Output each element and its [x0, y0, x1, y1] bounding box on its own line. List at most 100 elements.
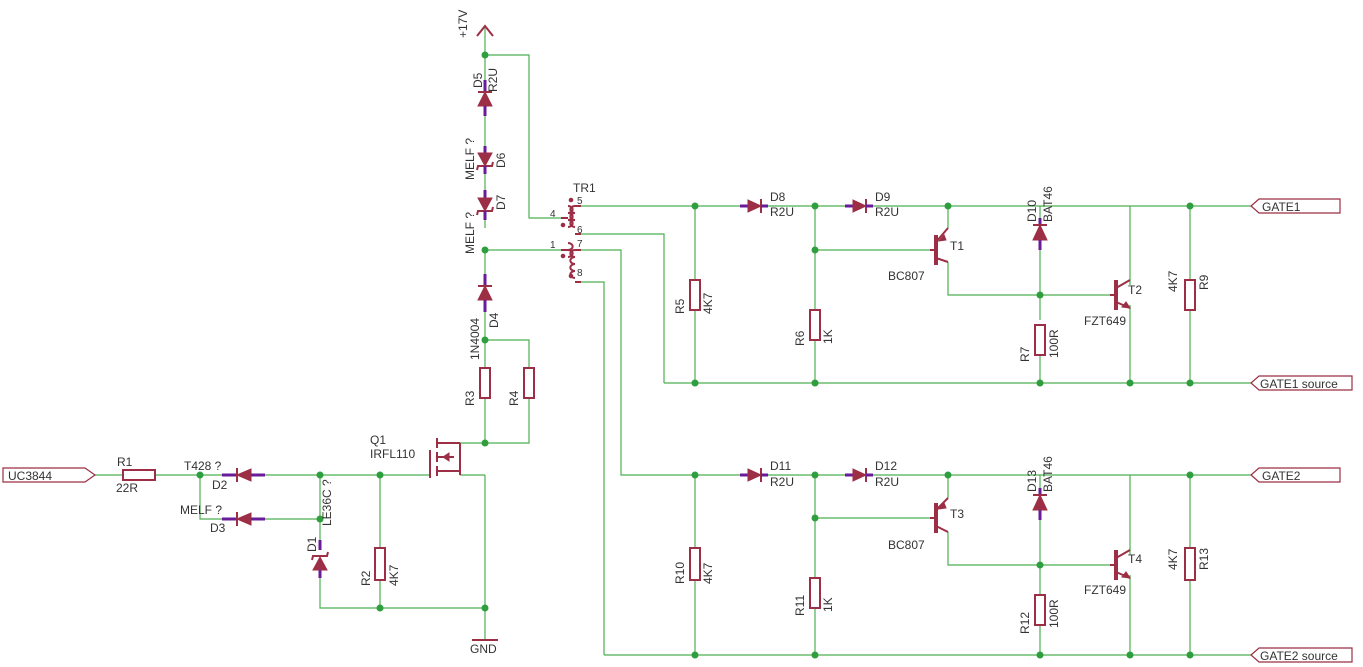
d6-name: D6 — [494, 152, 508, 168]
d2-name: D2 — [212, 478, 228, 492]
d12-value: R2U — [875, 475, 899, 489]
r10-name: R10 — [673, 562, 687, 584]
junction-dot — [481, 246, 489, 254]
diode-d5[interactable]: D5 R2U — [471, 68, 500, 116]
supply-symbol: +17V — [456, 10, 494, 38]
r1-value: 22R — [116, 481, 138, 495]
diode-d11[interactable]: D11 R2U — [740, 459, 794, 489]
junction-dot — [811, 471, 819, 479]
t2-name: T2 — [1128, 283, 1142, 297]
gate2-source-port[interactable]: GATE2 source — [1250, 647, 1353, 663]
d7-value: MELF ? — [463, 212, 477, 254]
junction-dot — [1186, 379, 1194, 387]
d10-name: D10 — [1025, 200, 1039, 222]
r6-name: R6 — [793, 330, 807, 346]
r4-name: R4 — [507, 390, 521, 406]
resistor-r5[interactable]: R5 4K7 — [673, 279, 715, 314]
junction-dot — [481, 51, 489, 59]
junction-dot — [944, 471, 952, 479]
junction-dot — [1186, 471, 1194, 479]
wires — [95, 28, 1251, 656]
input-port[interactable]: UC3844 — [2, 467, 97, 483]
diode-d4[interactable]: D4 1N4004 — [468, 274, 501, 360]
resistor-r7[interactable]: R7 100R — [1018, 324, 1061, 362]
diode-d6[interactable]: MELF ? D6 — [463, 138, 508, 180]
junction-dot — [1186, 202, 1194, 210]
r12-name: R12 — [1018, 612, 1032, 634]
r5-value: 4K7 — [701, 292, 715, 314]
junction-dot — [1186, 651, 1194, 659]
junction-dot — [196, 471, 204, 479]
d8-value: R2U — [770, 205, 794, 219]
diode-d12[interactable]: D12 R2U — [845, 459, 899, 489]
r2-value: 4K7 — [387, 564, 401, 586]
gate1-port[interactable]: GATE1 — [1250, 198, 1341, 214]
r9-name: R9 — [1197, 274, 1211, 290]
diode-d3[interactable]: MELF ? D3 — [180, 503, 265, 535]
d6-value: MELF ? — [463, 138, 477, 180]
resistor-r10[interactable]: R10 4K7 — [673, 547, 715, 584]
diode-d2[interactable]: T428 ? D2 — [184, 459, 265, 492]
r6-value: 1K — [821, 329, 835, 344]
junction-dot — [481, 336, 489, 344]
t3-name: T3 — [950, 507, 964, 521]
resistor-r1[interactable]: R1 22R — [116, 455, 156, 495]
t1-value: BC807 — [888, 269, 925, 283]
r12-value: 100R — [1047, 599, 1061, 628]
diode-d9[interactable]: D9 R2U — [845, 190, 899, 219]
junction-dot — [1126, 379, 1134, 387]
gate1-source-port[interactable]: GATE1 source — [1250, 375, 1353, 391]
t4-name: T4 — [1128, 552, 1142, 566]
q1-value: IRFL110 — [370, 447, 415, 461]
resistor-r4[interactable]: R4 — [507, 367, 535, 406]
t1-name: T1 — [950, 239, 964, 253]
d3-name: D3 — [210, 521, 226, 535]
transistor-t2[interactable]: T2 FZT649 — [1084, 279, 1142, 328]
d1-name: D1 — [305, 536, 319, 552]
junction-dot — [1036, 651, 1044, 659]
gate1-source-port-label: GATE1 source — [1260, 377, 1338, 391]
transistor-t1[interactable]: T1 BC807 — [888, 227, 964, 283]
junction-dot — [691, 651, 699, 659]
r2-name: R2 — [359, 570, 373, 586]
diode-d13[interactable]: D13 BAT46 — [1025, 456, 1055, 520]
tr1-pin1: 1 — [550, 240, 556, 251]
resistor-r13[interactable]: 4K7 R13 — [1166, 547, 1211, 581]
resistor-r6[interactable]: R6 1K — [793, 309, 835, 346]
d1-value: LE36C ? — [320, 479, 334, 526]
r1-name: R1 — [117, 455, 133, 469]
transformer-tr1[interactable]: TR1 4 1 5 6 7 8 — [550, 181, 596, 283]
d11-value: R2U — [770, 475, 794, 489]
r7-name: R7 — [1018, 346, 1032, 362]
t3-value: BC807 — [888, 538, 925, 552]
r11-name: R11 — [793, 595, 807, 616]
r9-value: 4K7 — [1166, 270, 1180, 292]
transistor-t3[interactable]: T3 BC807 — [888, 497, 964, 552]
junction-dot — [1036, 291, 1044, 299]
d4-name: D4 — [487, 312, 501, 328]
mosfet-q1[interactable]: Q1 IRFL110 — [370, 433, 461, 478]
d7-name: D7 — [494, 194, 508, 210]
ground-label: GND — [470, 642, 497, 656]
diode-d8[interactable]: D8 R2U — [740, 190, 794, 219]
ground-symbol: GND — [470, 639, 498, 656]
d11-name: D11 — [770, 459, 791, 473]
diode-d1[interactable]: D1 LE36C ? — [305, 479, 334, 578]
resistor-r3[interactable]: R3 — [463, 367, 491, 406]
junction-dot — [944, 202, 952, 210]
junction-dot — [316, 471, 324, 479]
r13-name: R13 — [1197, 548, 1211, 570]
diode-d7[interactable]: MELF ? D7 — [463, 190, 508, 254]
d5-value: R2U — [486, 68, 500, 92]
resistor-r9[interactable]: 4K7 R9 — [1166, 270, 1211, 311]
transistor-t4[interactable]: T4 FZT649 — [1084, 549, 1142, 597]
resistor-r12[interactable]: R12 100R — [1018, 594, 1061, 634]
gate2-port[interactable]: GATE2 — [1250, 467, 1341, 483]
gate1-port-label: GATE1 — [1262, 200, 1301, 214]
tr1-pin5: 5 — [577, 196, 583, 207]
junction-dot — [481, 439, 489, 447]
resistor-r2[interactable]: R2 4K7 — [359, 547, 401, 586]
d13-value: BAT46 — [1041, 456, 1055, 492]
diode-d10[interactable]: D10 BAT46 — [1025, 186, 1055, 250]
resistor-r11[interactable]: R11 1K — [793, 577, 835, 616]
